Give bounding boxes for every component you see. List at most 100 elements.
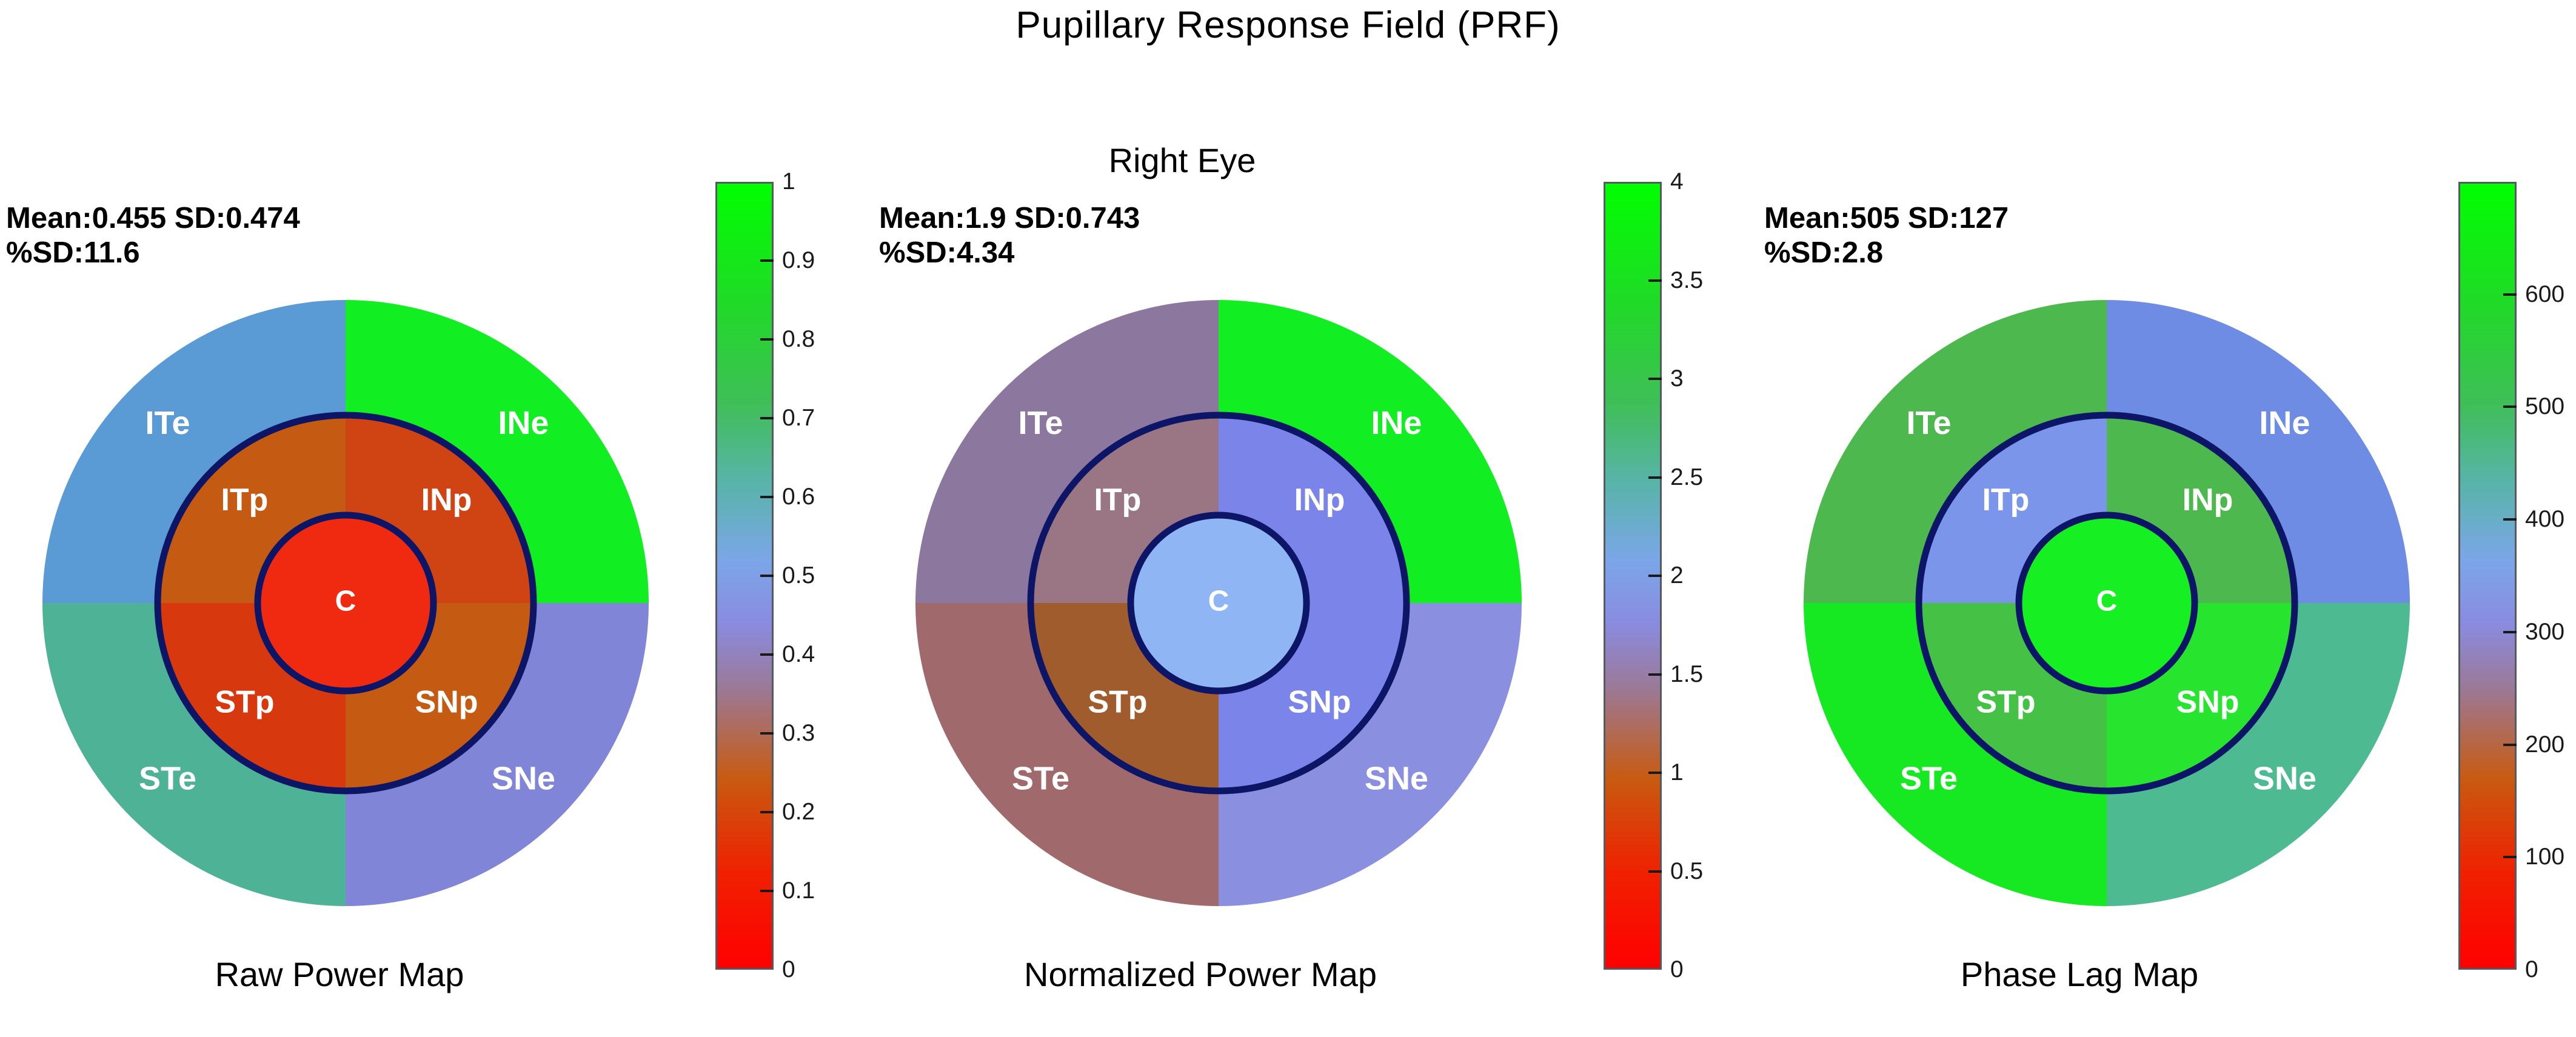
colorbar-tick-label: 600	[2525, 281, 2565, 307]
colorbar-tick-label: 2	[1670, 562, 1684, 589]
stats-line2: %SD:2.8	[1764, 236, 1884, 270]
colorbar-tick-label: 0.7	[782, 405, 815, 431]
colorbar-tick-mark	[2503, 856, 2517, 859]
sector-label-ite: ITe	[146, 405, 190, 441]
colorbar-tick-mark	[760, 496, 774, 498]
colorbar-tick-label: 0	[1670, 956, 1684, 982]
inner-ring-outline	[154, 412, 537, 795]
center-ring-outline	[254, 512, 437, 695]
colorbar-tick-label: 3.5	[1670, 267, 1704, 293]
stats-line1: Mean:1.9 SD:0.743	[879, 202, 1140, 235]
colorbar-tick-mark	[760, 890, 774, 892]
colorbar-tick-label: 0	[2525, 956, 2538, 982]
sector-label-snp: SNp	[2176, 684, 2240, 719]
sector-center-c[interactable]	[2019, 515, 2195, 691]
inner-ring-outline	[1027, 412, 1410, 795]
colorbar-tick-label: 500	[2525, 393, 2565, 420]
sector-label-stp: STp	[215, 684, 274, 719]
caption-phase-lag-map: Phase Lag Map	[1960, 955, 2199, 993]
colorbar-tick-mark	[760, 575, 774, 577]
sector-label-c: C	[2096, 585, 2118, 618]
caption-raw-power-map: Raw Power Map	[215, 955, 464, 993]
colorbar-tick-mark	[2503, 518, 2517, 521]
colorbar-tick-label: 0.4	[782, 641, 815, 667]
sector-label-ine: INe	[1371, 405, 1422, 441]
sector-label-inp: INp	[421, 482, 472, 518]
eye-label: Right Eye	[1108, 141, 1256, 179]
sector-center-c[interactable]	[258, 515, 433, 691]
colorbar-tick-mark	[1648, 870, 1662, 873]
colorbar-tick-mark	[760, 417, 774, 419]
colorbar-tick-label: 200	[2525, 731, 2565, 758]
colorbar-tick-label: 0.5	[782, 562, 815, 589]
colorbar-tick-mark	[2503, 743, 2517, 746]
colorbar-tick-label: 1	[1670, 759, 1684, 785]
colorbar-tick-label: 0.1	[782, 878, 815, 904]
sector-label-stp: STp	[1088, 684, 1147, 719]
inner-ring-outline	[1915, 412, 2298, 795]
colorbar-tick-label: 0.8	[782, 326, 815, 352]
colorbar-tick-mark	[760, 732, 774, 735]
stats-line2: %SD:11.6	[6, 236, 140, 270]
sector-label-itp: ITp	[1094, 482, 1141, 518]
sector-center-c[interactable]	[1131, 515, 1306, 691]
sector-label-ste: STe	[139, 761, 196, 797]
sector-label-snp: SNp	[1288, 684, 1351, 719]
stats-raw-power-map: Mean:0.455 SD:0.474 %SD:11.6	[6, 201, 300, 271]
caption-normalized-power-map: Normalized Power Map	[1024, 955, 1377, 993]
colorbar-tick-mark	[2503, 293, 2517, 296]
colorbar-tick-mark	[1648, 476, 1662, 479]
stats-line2: %SD:4.34	[879, 236, 1015, 270]
sector-label-inp: INp	[2183, 482, 2233, 518]
sector-label-c: C	[1208, 585, 1229, 618]
page-title: Pupillary Response Field (PRF)	[1015, 4, 1561, 46]
stats-phase-lag-map: Mean:505 SD:127 %SD:2.8	[1764, 201, 2009, 271]
colorbar-tick-mark	[760, 653, 774, 656]
colorbar-tick-label: 4	[1670, 168, 1684, 195]
colorbar-gradient	[2458, 182, 2517, 970]
colorbar-tick-mark	[760, 338, 774, 341]
colorbar-tick-mark	[1648, 772, 1662, 774]
sector-label-sne: SNe	[2253, 761, 2317, 797]
sector-label-ite: ITe	[1019, 405, 1063, 441]
colorbar-tick-mark	[760, 259, 774, 262]
sector-label-ite: ITe	[1907, 405, 1952, 441]
colorbar-tick-mark	[2503, 630, 2517, 633]
colorbar-tick-label: 0.9	[782, 247, 815, 273]
sector-label-itp: ITp	[1982, 482, 2029, 518]
colorbar-tick-label: 0.6	[782, 484, 815, 510]
sector-label-c: C	[335, 585, 356, 618]
colorbar-tick-mark	[1648, 575, 1662, 577]
sector-label-stp: STp	[1976, 684, 2035, 719]
center-ring-outline	[1127, 512, 1310, 695]
sector-label-ste: STe	[1900, 761, 1958, 797]
colorbar-tick-mark	[1648, 378, 1662, 380]
colorbar-tick-label: 0.2	[782, 799, 815, 825]
center-ring-outline	[2015, 512, 2198, 695]
colorbar-tick-label: 300	[2525, 618, 2565, 645]
colorbar-tick-mark	[2503, 405, 2517, 408]
colorbar-tick-label: 2.5	[1670, 464, 1704, 490]
colorbar-tick-label: 100	[2525, 844, 2565, 870]
sector-label-ine: INe	[498, 405, 549, 441]
colorbar-tick-mark	[1648, 279, 1662, 282]
colorbar-tick-mark	[1648, 673, 1662, 676]
sector-label-itp: ITp	[221, 482, 268, 518]
stats-line1: Mean:0.455 SD:0.474	[6, 202, 300, 235]
colorbar-tick-label: 3	[1670, 365, 1684, 392]
colorbar-tick-mark	[760, 811, 774, 813]
colorbar-tick-label: 1	[782, 168, 795, 195]
sector-label-sne: SNe	[492, 761, 555, 797]
sector-label-sne: SNe	[1365, 761, 1428, 797]
